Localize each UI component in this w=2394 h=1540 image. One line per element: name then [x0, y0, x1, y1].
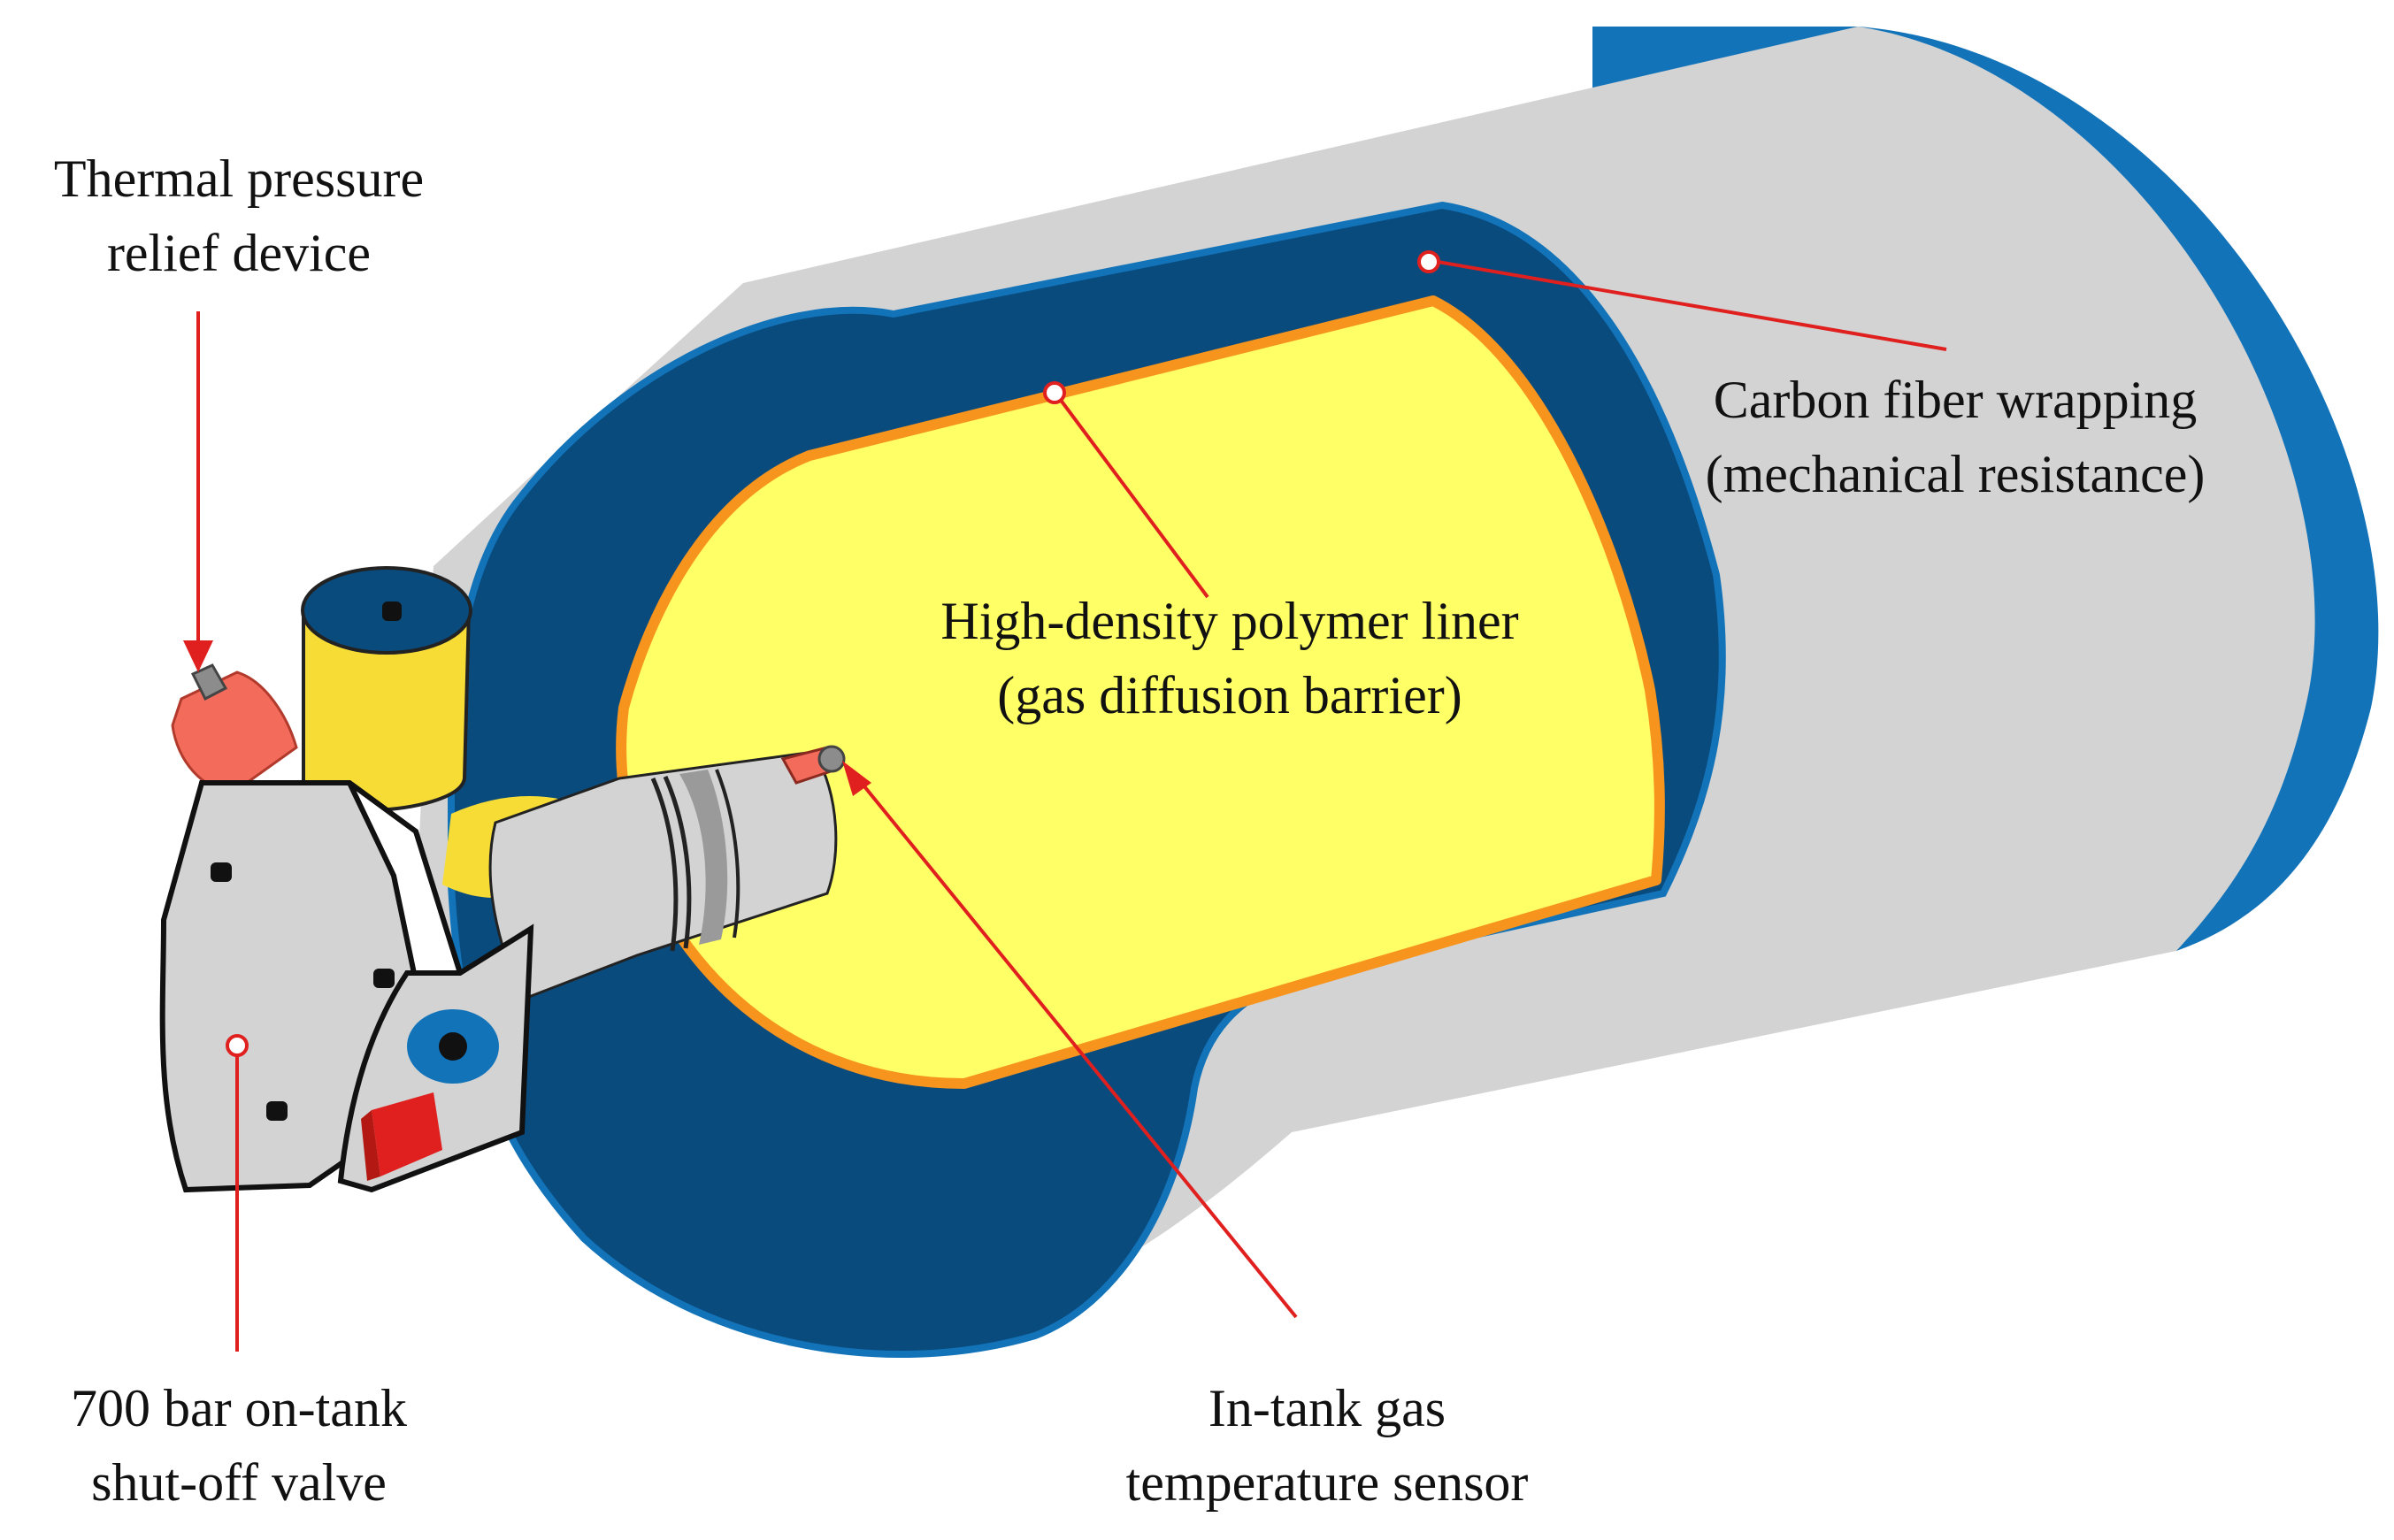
port-cylinder-icon: [301, 566, 472, 813]
tprd-icon: [171, 663, 298, 793]
leader-liner-dot: [1043, 381, 1066, 404]
bolt-icon: [382, 601, 402, 621]
leader-valve-dot: [226, 1034, 249, 1057]
label-line: temperature sensor: [1125, 1453, 1529, 1512]
leader-carbon: [1437, 260, 1947, 351]
leader-carbon-dot: [1417, 250, 1440, 273]
label-carbon-fiber-wrapping: Carbon fiber wrapping (mechanical resist…: [1628, 363, 2283, 511]
label-line: (mechanical resistance): [1705, 445, 2206, 503]
label-line: shut-off valve: [91, 1453, 387, 1512]
label-line: Thermal pressure: [53, 149, 425, 208]
leader-tprd-arrow: [183, 640, 213, 672]
bolt-icon: [266, 1101, 288, 1121]
polymer-liner: [616, 295, 1665, 1089]
label-line: (gas diffusion barrier): [997, 666, 1462, 724]
bolt-icon: [373, 969, 395, 988]
label-line: relief device: [106, 224, 372, 282]
label-temperature-sensor: In-tank gas temperature sensor: [1009, 1371, 1646, 1520]
label-line: In-tank gas: [1208, 1379, 1446, 1437]
label-line: Carbon fiber wrapping: [1713, 371, 2198, 429]
valve-body-icon: [159, 780, 534, 1193]
sensor-probe-icon: [780, 745, 846, 785]
label-line: High-density polymer liner: [940, 592, 1519, 650]
leader-sensor-arrow: [842, 761, 871, 796]
label-thermal-pressure-relief-device: Thermal pressure relief device: [0, 142, 478, 290]
label-polymer-liner: High-density polymer liner (gas diffusio…: [858, 584, 1601, 732]
valve-stem: [488, 750, 838, 1001]
label-line: 700 bar on-tank: [71, 1379, 407, 1437]
bolt-icon: [211, 862, 232, 882]
leader-sensor: [855, 775, 1298, 1319]
leader-lines: [183, 250, 1947, 1352]
leader-liner: [1058, 397, 1209, 599]
label-shut-off-valve: 700 bar on-tank shut-off valve: [0, 1371, 478, 1520]
